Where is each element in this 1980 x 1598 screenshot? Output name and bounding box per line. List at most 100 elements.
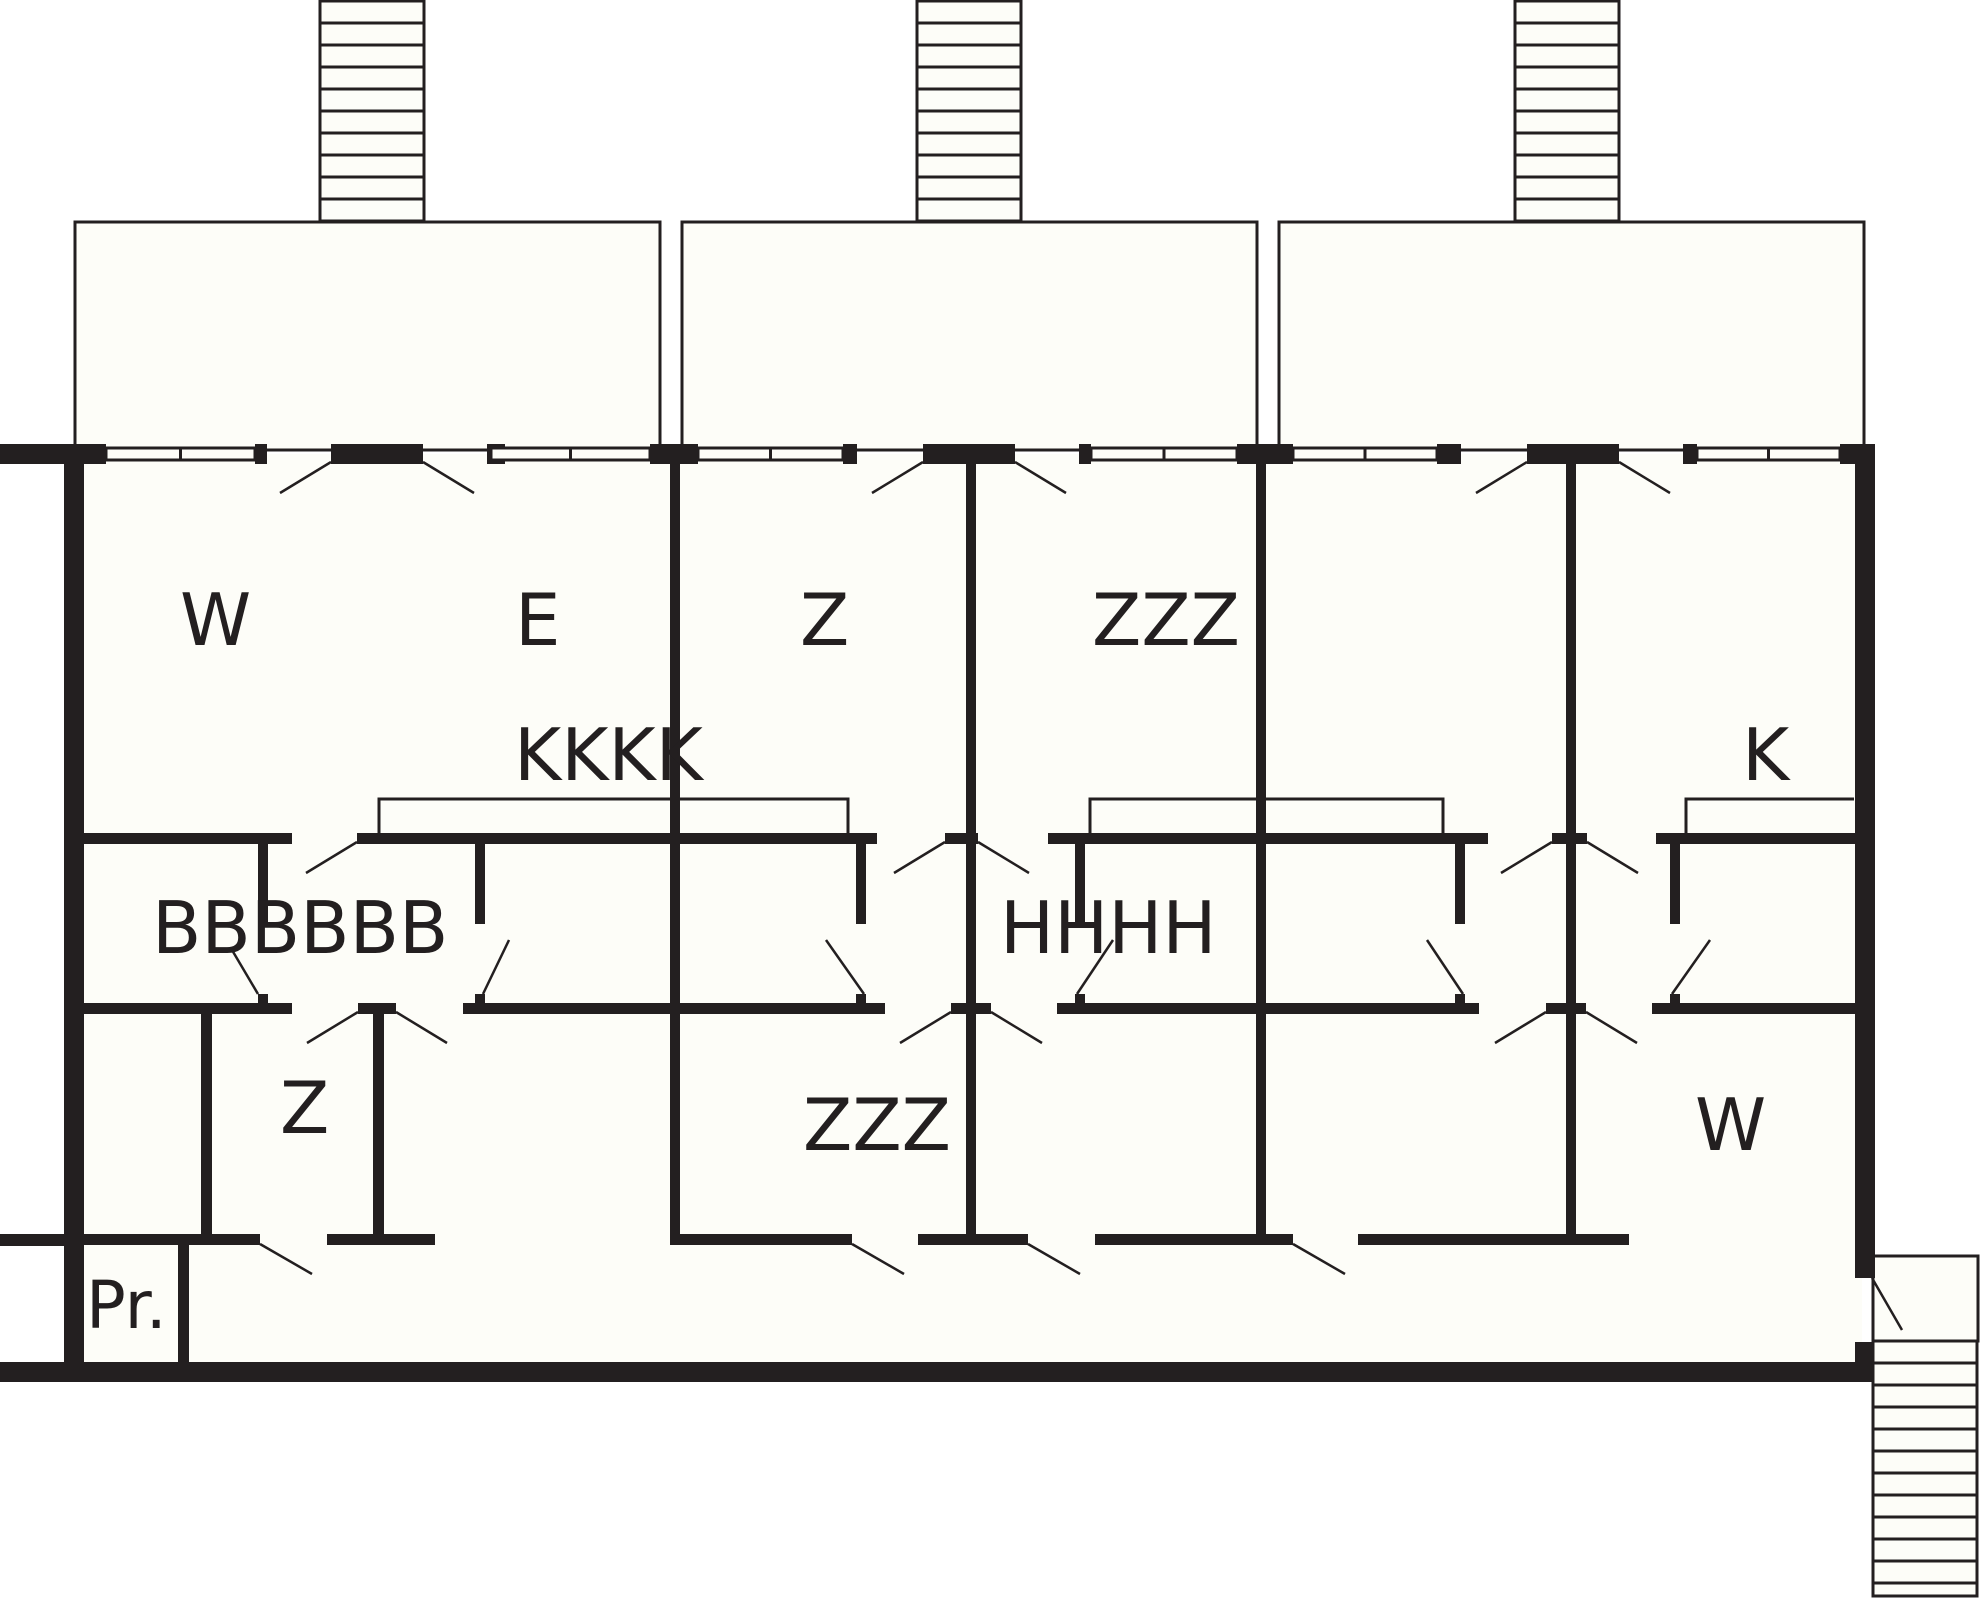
wall-v-short bbox=[856, 994, 866, 1008]
wall-top-seg bbox=[72, 444, 106, 464]
wall-v-short bbox=[856, 840, 866, 924]
wall-h-mid-top bbox=[1552, 833, 1587, 844]
wall-outer-top-left bbox=[0, 444, 72, 464]
door-swing bbox=[259, 1242, 313, 1276]
wall-h-lower bbox=[1358, 1234, 1629, 1245]
wall-v-short bbox=[258, 994, 268, 1008]
door-swing bbox=[990, 1010, 1043, 1045]
wall-h-mid-bottom bbox=[463, 1003, 885, 1014]
room-label-zzz-top: ZZZ bbox=[1092, 578, 1240, 662]
room-label-z-top: Z bbox=[800, 578, 849, 662]
door-swing bbox=[871, 460, 924, 495]
wall-top-seg bbox=[1840, 444, 1864, 464]
wall-outer-left bbox=[64, 454, 84, 1380]
wall-top-seg bbox=[1437, 444, 1461, 464]
staircase bbox=[1871, 1339, 1979, 1598]
door-swing bbox=[1075, 939, 1115, 995]
wall-v-short bbox=[258, 840, 268, 924]
wall-outer-bottom bbox=[0, 1362, 1876, 1382]
balcony-left bbox=[73, 220, 662, 452]
balcony-right bbox=[1277, 220, 1866, 452]
room-label-e: E bbox=[515, 578, 561, 662]
wall-h-lower bbox=[1095, 1234, 1293, 1245]
wall-h-mid-top bbox=[945, 833, 978, 844]
door-swing bbox=[1494, 1010, 1547, 1045]
wall-outer-right-lower bbox=[1855, 1342, 1875, 1372]
wall-v-short bbox=[1455, 994, 1465, 1008]
wall-top-seg bbox=[1683, 444, 1697, 464]
door-swing bbox=[1670, 939, 1712, 995]
wall-v-670 bbox=[670, 454, 680, 1244]
door-swing bbox=[395, 1010, 448, 1045]
wardrobe-outline bbox=[377, 797, 850, 834]
wall-h-mid-bottom bbox=[1652, 1003, 1864, 1014]
door-swing bbox=[1586, 840, 1639, 875]
wall-top-seg bbox=[331, 444, 423, 464]
balcony-center bbox=[680, 220, 1259, 452]
wardrobe-outline bbox=[1088, 797, 1445, 834]
wall-v-967 bbox=[966, 454, 976, 1244]
room-label-bbbbbb: BBBBBB bbox=[152, 886, 448, 970]
wall-v-short bbox=[1075, 994, 1085, 1008]
wall-h-mid-top bbox=[72, 833, 292, 844]
wall-v-short bbox=[1075, 840, 1085, 924]
door-swing bbox=[230, 949, 260, 995]
door-swing bbox=[1475, 460, 1528, 495]
door-swing bbox=[824, 939, 866, 995]
wall-v-short bbox=[475, 994, 485, 1008]
door-swing bbox=[1014, 460, 1067, 495]
wall-v-short bbox=[1455, 840, 1465, 924]
door-swing bbox=[1425, 939, 1465, 995]
wall-h-mid-top bbox=[1656, 833, 1864, 844]
wardrobe-outline bbox=[1684, 797, 1854, 834]
staircase-bottom-right bbox=[1871, 1339, 1979, 1598]
room-label-w-top-left: W bbox=[180, 578, 251, 662]
wall-v-1568 bbox=[1566, 454, 1576, 1244]
room-label-kkkk: KKKK bbox=[514, 713, 705, 797]
doors bbox=[230, 460, 1904, 1331]
room-label-hhhh: HHHH bbox=[1000, 886, 1217, 970]
staircases-top bbox=[318, 0, 1621, 223]
door-swing bbox=[481, 939, 511, 995]
door-swing bbox=[305, 840, 358, 875]
wall-h-mid-bottom bbox=[358, 1003, 396, 1014]
room-label-z-bottom-left: Z bbox=[280, 1066, 329, 1150]
wall-h-mid-top bbox=[1048, 833, 1488, 844]
wall-h-lower-left bbox=[72, 1234, 260, 1245]
wall-h-lower-left bbox=[327, 1234, 435, 1245]
wall-v-short bbox=[1670, 840, 1680, 924]
wall-h-mid-top bbox=[357, 833, 877, 844]
wall-v-1258 bbox=[1256, 454, 1266, 1244]
wall-h-lower bbox=[670, 1234, 852, 1245]
wall-v-lower-left bbox=[373, 1010, 384, 1244]
walls bbox=[0, 444, 1876, 1382]
door-swing bbox=[1585, 1010, 1638, 1045]
room-labels: W E Z ZZZ KKKK K BBBBBB HHHH Z ZZZ W Pr. bbox=[86, 578, 1791, 1344]
room-label-pr: Pr. bbox=[86, 1267, 167, 1344]
door-swing bbox=[851, 1242, 905, 1276]
wall-v-pr bbox=[178, 1244, 189, 1364]
door-swing bbox=[306, 1010, 359, 1045]
door-swing bbox=[899, 1010, 952, 1045]
wall-top-seg bbox=[1079, 444, 1091, 464]
wall-h-mid-bottom bbox=[1546, 1003, 1586, 1014]
wall-outer-right bbox=[1855, 444, 1875, 1278]
door-swing bbox=[893, 840, 946, 875]
wall-h-mid-bottom bbox=[1057, 1003, 1479, 1014]
wall-v-short bbox=[475, 840, 485, 924]
wall-v-short bbox=[1670, 994, 1680, 1008]
door-swing bbox=[1500, 840, 1553, 875]
room-label-zzz-bottom: ZZZ bbox=[803, 1083, 951, 1167]
door-swing bbox=[279, 460, 332, 495]
door-swing bbox=[977, 840, 1030, 875]
door-swing bbox=[1292, 1242, 1346, 1276]
wall-top-seg bbox=[255, 444, 267, 464]
windows-top bbox=[104, 446, 1842, 462]
door-swing bbox=[422, 460, 475, 495]
balconies bbox=[73, 220, 1866, 452]
wall-h-mid-bottom bbox=[72, 1003, 292, 1014]
stair-landing bbox=[1871, 1254, 1980, 1343]
wardrobes bbox=[377, 797, 1854, 834]
room-label-w-bottom-right: W bbox=[1695, 1083, 1766, 1167]
wall-left-stub bbox=[0, 1234, 72, 1246]
